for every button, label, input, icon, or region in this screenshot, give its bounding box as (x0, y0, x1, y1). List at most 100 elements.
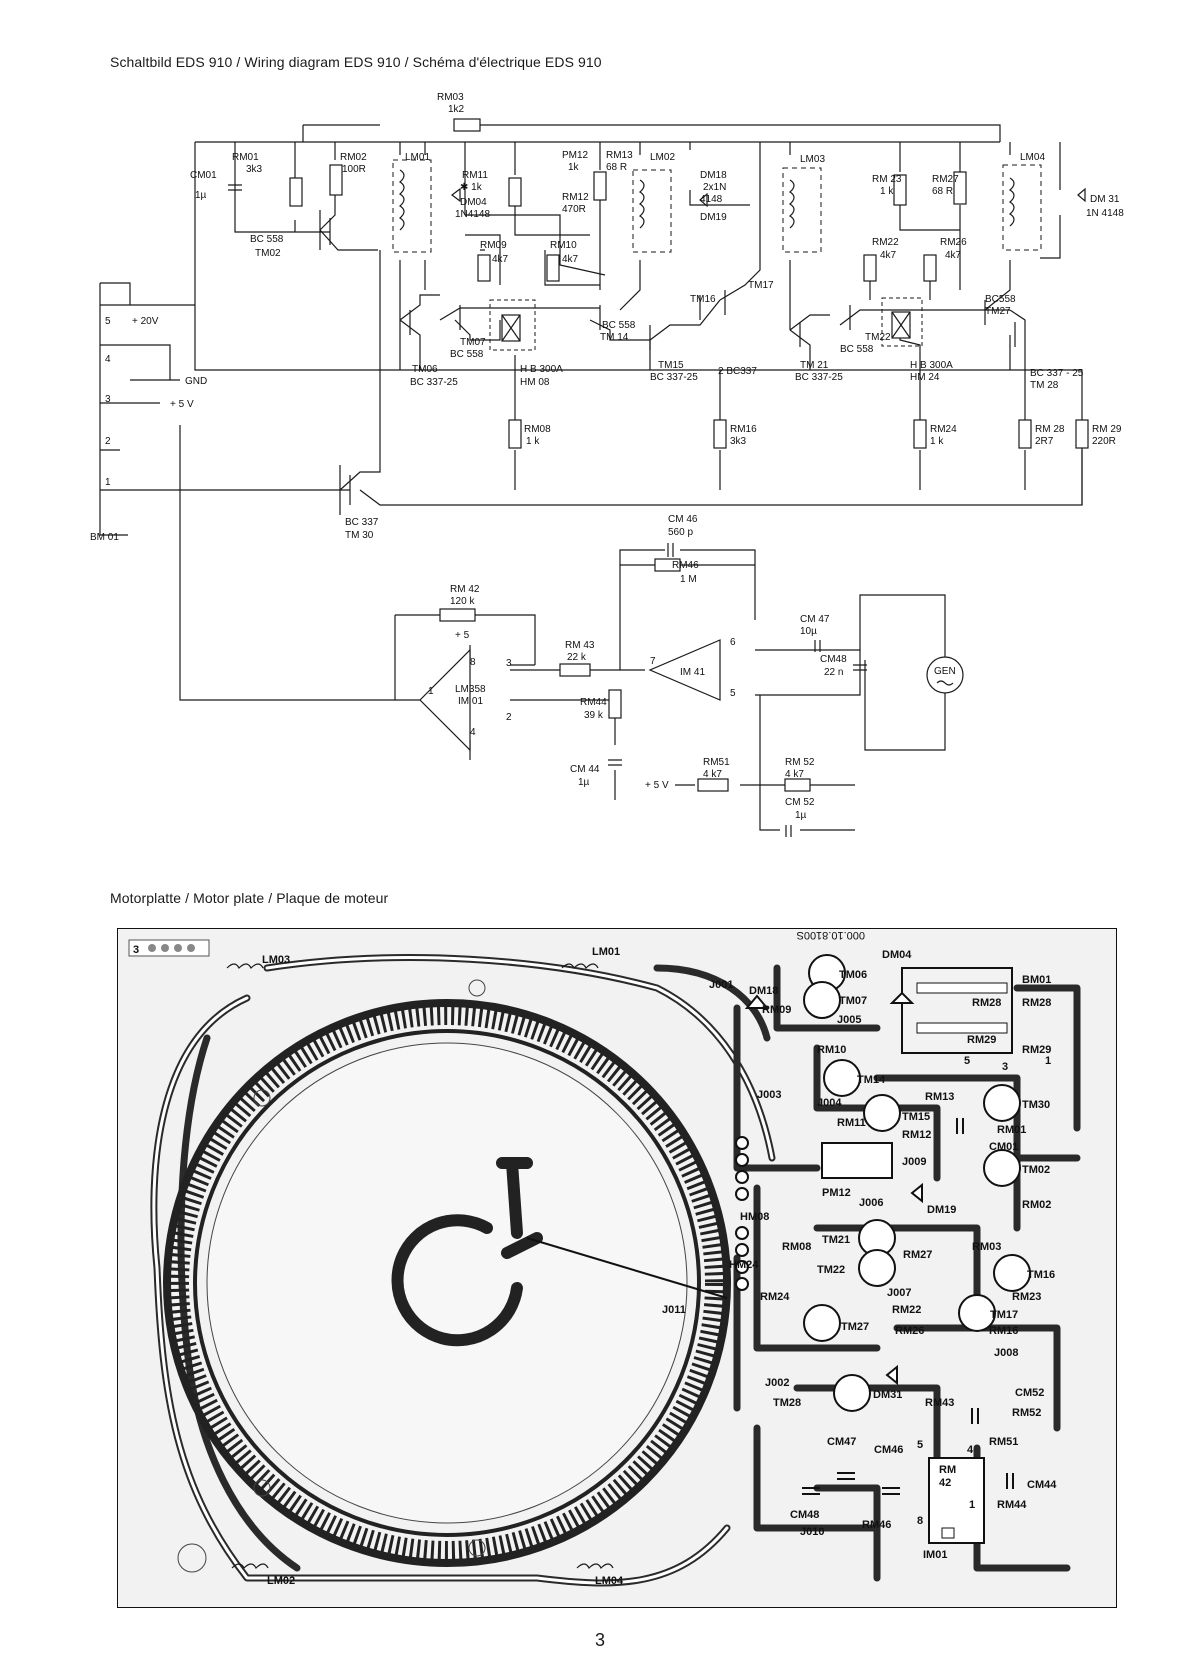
pcb-label-tm06: TM06 (839, 969, 867, 981)
pcb-label-rm02: RM02 (1022, 1199, 1051, 1211)
dm04-diode (889, 991, 915, 1004)
label-cm52: CM 52 (785, 797, 815, 808)
tm17-transistor (958, 1294, 996, 1332)
tm02-transistor (983, 1149, 1021, 1187)
label-rm12: RM12 (562, 192, 589, 203)
label-lm01: LM01 (405, 152, 430, 163)
pcb-label-j011: J011 (662, 1304, 686, 1316)
label-pin1: 1 (105, 477, 111, 488)
lm02-coil (632, 169, 672, 253)
label-tm17: TM17 (748, 280, 774, 291)
cm46-capacitor (882, 1487, 900, 1495)
cm01-capacitor (956, 1118, 964, 1134)
dm04-diode (451, 187, 461, 203)
label-tm14: TM 14 (600, 332, 629, 343)
label-rm16-val: 3k3 (730, 436, 747, 447)
pcb-label-hm08: HM08 (740, 1211, 769, 1223)
im41-opamp (648, 639, 721, 701)
label-gen: GEN (934, 666, 956, 677)
label-pin3: 3 (105, 394, 111, 405)
label-rm29: RM 29 (1092, 424, 1122, 435)
rm29-resistor (916, 982, 1008, 994)
pcb-components (128, 939, 1014, 1544)
schematic-coils (392, 159, 1042, 253)
pcb-label-rm44: RM44 (997, 1499, 1027, 1511)
pcb-label-pin5b: 5 (917, 1439, 923, 1451)
label-cm44-val: 1µ (578, 777, 590, 788)
dm31-diode (1077, 187, 1086, 203)
j011-jumper-wire (526, 1237, 728, 1299)
label-op-pin4: 4 (470, 727, 476, 738)
rm42-resistor (439, 608, 476, 622)
rm46-resistor (654, 558, 681, 572)
label-rm10: RM10 (550, 240, 577, 251)
motor-plate-caption: Motorplatte / Motor plate / Plaque de mo… (110, 890, 389, 906)
label-rm42-val: 120 k (450, 596, 475, 607)
label-op2-pin6: 6 (730, 637, 736, 648)
label-rm46-val: 1 M (680, 574, 697, 585)
label-cm52-val: 1µ (795, 810, 807, 821)
pcb-coils (226, 963, 614, 1570)
label-dm18-val2: 4148 (700, 194, 723, 205)
label-bc337-tm30: BC 337 (345, 517, 379, 528)
label-pm12-val: 1k (568, 162, 580, 173)
pcb-label-j009: J009 (902, 1156, 926, 1168)
pcb-label-cm46: CM46 (874, 1444, 903, 1456)
label-rm28: RM 28 (1035, 424, 1065, 435)
label-rm09-val: 4k7 (492, 254, 509, 265)
pcb-label-tm17: TM17 (990, 1309, 1018, 1321)
label-rm01: RM01 (232, 152, 259, 163)
schematic-labels: RM03 1k2 RM01 3k3 RM02 100R CM01 1µ BC 5… (90, 92, 1124, 821)
rm52-resistor (784, 778, 811, 792)
label-cm46: CM 46 (668, 514, 698, 525)
pcb-label-j003: J003 (757, 1089, 781, 1101)
label-rm09: RM09 (480, 240, 507, 251)
dm18-diode (699, 192, 708, 208)
label-plus5: + 5 (455, 630, 470, 641)
pcb-label-rm42a: RM (939, 1464, 956, 1476)
pcb-label-rm29b: RM29 (1022, 1044, 1051, 1056)
pcb-label-tm15: TM15 (902, 1111, 930, 1123)
schematic-diodes (451, 187, 1086, 208)
tm27-transistor (803, 1304, 841, 1342)
label-bc558-tm22: BC 558 (840, 344, 874, 355)
label-rm26-val: 4k7 (945, 250, 962, 261)
label-bc558-tm27: BC558 (985, 294, 1016, 305)
label-bc337-tm06: BC 337-25 (410, 377, 458, 388)
label-lm03: LM03 (800, 154, 825, 165)
pcb-label-rm51: RM51 (989, 1436, 1018, 1448)
label-rm03: RM03 (437, 92, 464, 103)
label-rm08: RM08 (524, 424, 551, 435)
wiring-diagram: RM03 1k2 RM01 3k3 RM02 100R CM01 1µ BC 5… (90, 92, 1124, 837)
label-lm04: LM04 (1020, 152, 1045, 163)
pcb-label-lm02: LM02 (267, 1575, 295, 1587)
label-bc337-tm28: BC 337 - 25 (1030, 368, 1084, 379)
pcb-label-dm04: DM04 (882, 949, 912, 961)
label-rm44: RM44 (580, 697, 607, 708)
pcb-label-dm18: DM18 (749, 985, 778, 997)
pcb-label-rm52: RM52 (1012, 1407, 1041, 1419)
label-dm31-val: 1N 4148 (1086, 208, 1124, 219)
label-tm28: TM 28 (1030, 380, 1059, 391)
label-rm52: RM 52 (785, 757, 815, 768)
label-rm24: RM24 (930, 424, 957, 435)
label-tm15: TM15 (658, 360, 684, 371)
cm47-capacitor (837, 1472, 855, 1480)
pcb-rotor-ring (163, 979, 731, 1573)
label-bc337-tm21: BC 337-25 (795, 372, 843, 383)
cm47-capacitor (814, 640, 821, 652)
label-hm24: HM 24 (910, 372, 940, 383)
label-tm22: TM22 (865, 332, 891, 343)
label-hm08: HM 08 (520, 377, 550, 388)
label-dm04: DM04 (460, 197, 487, 208)
cm52-capacitor (971, 1408, 979, 1424)
pcb-label-rm10: RM10 (817, 1044, 846, 1056)
rm03-resistor (453, 118, 481, 132)
rm01-resistor (289, 177, 303, 207)
pcb-label-rm42b: 42 (939, 1477, 951, 1489)
label-hb300a-1: H B 300A (520, 364, 563, 375)
label-rm22-val: 4k7 (880, 250, 897, 261)
label-rm02-val: 100R (342, 164, 366, 175)
label-rm51: RM51 (703, 757, 730, 768)
pcb-label-rm43: RM43 (925, 1397, 954, 1409)
